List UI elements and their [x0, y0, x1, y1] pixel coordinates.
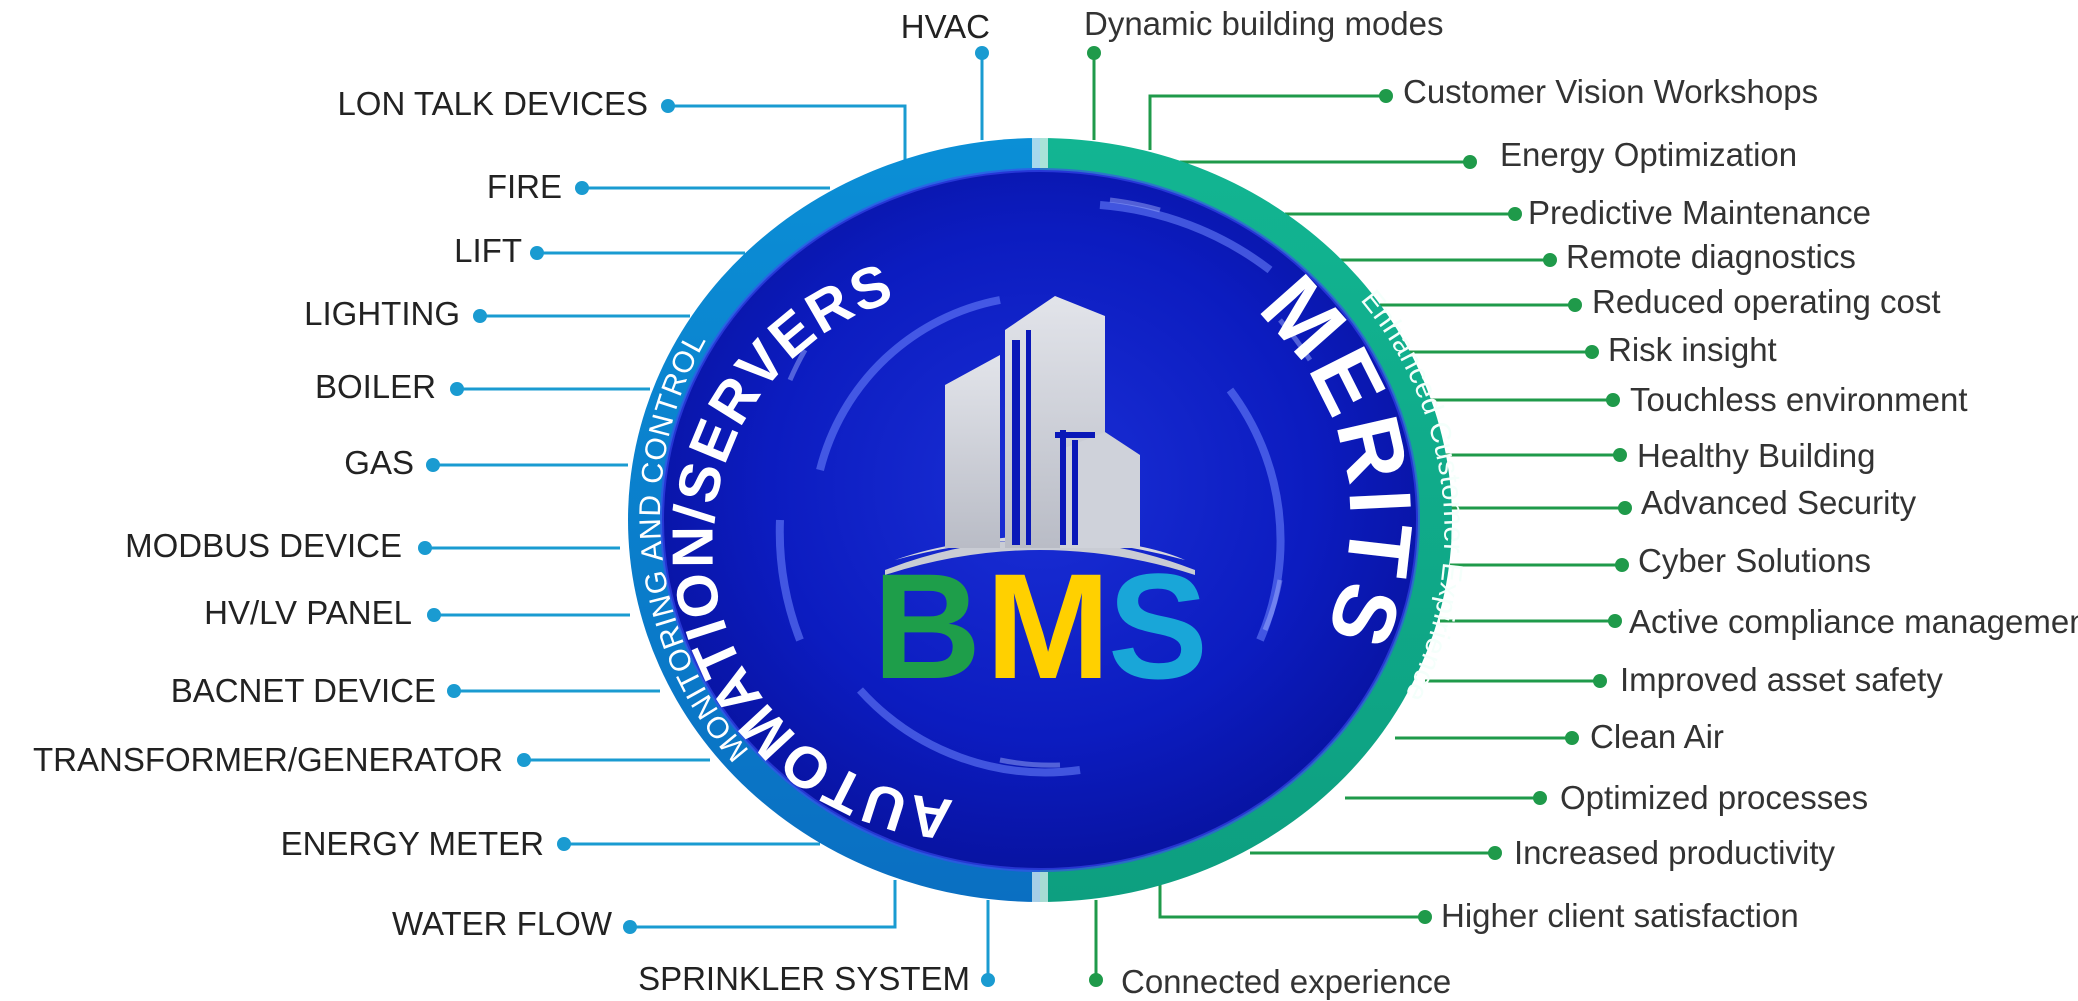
merit-label-predictive-maintenance: Predictive Maintenance: [1528, 194, 1871, 231]
connector-dot-higher-client-satisfaction: [1418, 910, 1432, 924]
connector-dot-remote-diagnostics: [1543, 253, 1557, 267]
merit-label-clean-air: Clean Air: [1590, 718, 1724, 755]
merit-label-remote-diagnostics: Remote diagnostics: [1566, 238, 1856, 275]
system-label-sprinkler-system: SPRINKLER SYSTEM: [638, 960, 970, 997]
connector-dot-reduced-operating-cost: [1568, 298, 1582, 312]
bms-logo: B M S: [873, 542, 1208, 710]
connector-dot-dynamic-building-modes: [1087, 46, 1101, 60]
connector-dot-lon-talk-devices: [661, 99, 675, 113]
connector-line-higher-client-satisfaction: [1158, 880, 1425, 919]
connector-dot-energy-optimization: [1463, 155, 1477, 169]
system-label-lift: LIFT: [454, 232, 522, 269]
system-label-bacnet-device: BACNET DEVICE: [171, 672, 436, 709]
connector-dot-gas: [426, 458, 440, 472]
connector-dot-risk-insight: [1585, 345, 1599, 359]
system-label-water-flow: WATER FLOW: [392, 905, 613, 942]
connector-dot-lift: [530, 246, 544, 260]
connector-dot-transformer-generator: [517, 753, 531, 767]
connector-dot-increased-productivity: [1488, 846, 1502, 860]
connector-dot-healthy-building: [1613, 448, 1627, 462]
connector-dot-connected-experience: [1089, 973, 1103, 987]
connector-dot-touchless-environment: [1606, 393, 1620, 407]
system-label-modbus-device: MODBUS DEVICE: [125, 527, 402, 564]
connector-dot-boiler: [450, 382, 464, 396]
connector-dot-energy-meter: [557, 837, 571, 851]
system-label-hv-lv-panel: HV/LV PANEL: [204, 594, 412, 631]
connector-dot-modbus-device: [418, 541, 432, 555]
right-connectors: [1087, 46, 1632, 987]
system-label-lon-talk-devices: LON TALK DEVICES: [337, 85, 648, 122]
merit-label-touchless-environment: Touchless environment: [1630, 381, 1968, 418]
bms-letter-m: M: [986, 542, 1111, 710]
bms-letter-s: S: [1108, 542, 1208, 710]
merit-label-higher-client-satisfaction: Higher client satisfaction: [1441, 897, 1799, 934]
connector-dot-cyber-solutions: [1615, 558, 1629, 572]
merit-label-risk-insight: Risk insight: [1608, 331, 1777, 368]
building-logo-icon: [885, 296, 1195, 575]
connector-dot-hvac: [975, 46, 989, 60]
connector-line-water-flow: [630, 880, 897, 929]
connector-dot-improved-asset-safety: [1593, 674, 1607, 688]
connector-dot-lighting: [473, 309, 487, 323]
left-connectors: [418, 46, 995, 987]
system-label-hvac: HVAC: [901, 8, 990, 45]
merit-label-increased-productivity: Increased productivity: [1514, 834, 1835, 871]
merit-label-customer-vision-workshops: Customer Vision Workshops: [1403, 73, 1818, 110]
connector-dot-customer-vision-workshops: [1379, 89, 1393, 103]
merit-label-energy-optimization: Energy Optimization: [1500, 136, 1797, 173]
left-labels: HVAC LON TALK DEVICES FIRE LIFT LIGHTING BOIL…: [33, 8, 990, 997]
system-label-gas: GAS: [344, 444, 414, 481]
merit-label-cyber-solutions: Cyber Solutions: [1638, 542, 1871, 579]
connector-dot-predictive-maintenance: [1508, 207, 1522, 221]
connector-dot-clean-air: [1565, 731, 1579, 745]
merit-label-dynamic-building-modes: Dynamic building modes: [1084, 5, 1444, 42]
connector-dot-sprinkler-system: [981, 973, 995, 987]
connector-line-customer-vision-workshops: [1148, 94, 1386, 150]
system-label-energy-meter: ENERGY METER: [281, 825, 544, 862]
bms-letter-b: B: [873, 542, 981, 710]
system-label-transformer-generator: TRANSFORMER/GENERATOR: [33, 741, 503, 778]
merit-label-active-compliance-management: Active compliance management: [1629, 603, 2078, 640]
connector-dot-optimized-processes: [1533, 791, 1547, 805]
system-label-lighting: LIGHTING: [304, 295, 460, 332]
connector-dot-hv-lv-panel: [427, 608, 441, 622]
merit-label-reduced-operating-cost: Reduced operating cost: [1592, 283, 1941, 320]
connector-dot-bacnet-device: [447, 684, 461, 698]
merit-label-improved-asset-safety: Improved asset safety: [1620, 661, 1943, 698]
merit-label-advanced-security: Advanced Security: [1641, 484, 1917, 521]
connector-dot-water-flow: [623, 920, 637, 934]
merit-label-connected-experience: Connected experience: [1121, 963, 1451, 1000]
merit-label-healthy-building: Healthy Building: [1637, 437, 1875, 474]
connector-dot-fire: [575, 181, 589, 195]
connector-line-lon-talk-devices: [668, 104, 907, 160]
merit-label-optimized-processes: Optimized processes: [1560, 779, 1868, 816]
connector-dot-active-compliance-management: [1608, 614, 1622, 628]
connector-dot-advanced-security: [1618, 501, 1632, 515]
system-label-fire: FIRE: [487, 168, 562, 205]
system-label-boiler: BOILER: [315, 368, 436, 405]
